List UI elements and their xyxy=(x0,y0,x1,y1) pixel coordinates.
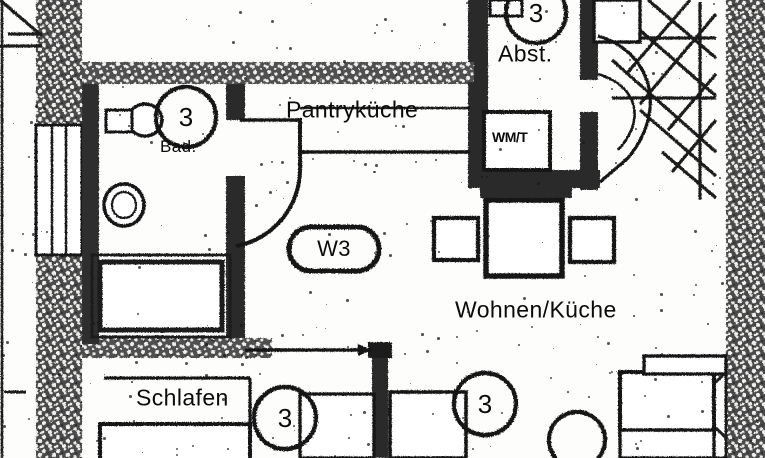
marker-circle-wohnen xyxy=(451,370,519,438)
dimension-arrow-head xyxy=(358,344,372,356)
room-label-wohnen-kueche: Wohnen/Küche xyxy=(455,296,617,323)
wall-bath-left xyxy=(82,84,99,344)
shelf-abst xyxy=(592,0,642,44)
cabinet-right xyxy=(618,370,716,436)
marker-circle-bad xyxy=(153,84,219,150)
wall-bath-bottom xyxy=(82,338,272,358)
room-label-schlafen: Schlafen xyxy=(136,384,229,411)
cabinet-right-top xyxy=(642,354,728,376)
shower-tub xyxy=(97,259,225,333)
appliance-label-wm-t: WM/T xyxy=(492,129,528,145)
counter-block-wohnen xyxy=(480,186,572,198)
wall-exterior-left-lower xyxy=(36,255,82,458)
stairs-hatch-right xyxy=(610,0,718,200)
room-label-abst: Abst. xyxy=(498,40,553,67)
wall-abst-top-connector xyxy=(404,62,474,82)
door-swing-arc-pantry xyxy=(235,118,303,248)
wc-bowl xyxy=(110,190,138,220)
room-label-bad: Bad. xyxy=(160,137,197,156)
wall-exterior-right xyxy=(726,0,765,458)
sink-counter xyxy=(104,108,134,134)
wall-center-bottom-cap xyxy=(368,342,392,358)
shower-tub-outer xyxy=(90,253,232,339)
room-label-pantrykueche: Pantryküche xyxy=(286,96,419,123)
dining-table xyxy=(483,197,565,279)
circle-markers-group xyxy=(153,0,608,458)
chair-right xyxy=(567,215,617,265)
stairs-top-left xyxy=(0,0,44,48)
wall-top-pantry xyxy=(82,62,472,84)
tag-label-w3: W3 xyxy=(317,236,351,261)
marker-circle-blank xyxy=(546,409,608,458)
wall-center-bottom-stub xyxy=(372,345,388,458)
appliance-wm-t-box xyxy=(482,110,552,172)
counter-curve-abst xyxy=(597,34,652,184)
wall-abst-bottom xyxy=(468,170,600,188)
marker-circle-schlafen xyxy=(251,384,319,452)
tag-shape-w3 xyxy=(286,224,382,274)
counter-curve-abst-inner xyxy=(597,72,636,151)
wall-bath-pantry-stub-upper xyxy=(226,84,245,120)
wall-exterior-left-upper xyxy=(36,0,82,125)
bed-schlafen xyxy=(98,422,252,458)
window-left xyxy=(34,123,84,257)
chair-left xyxy=(431,215,481,263)
marker-circle-abst xyxy=(503,0,569,46)
